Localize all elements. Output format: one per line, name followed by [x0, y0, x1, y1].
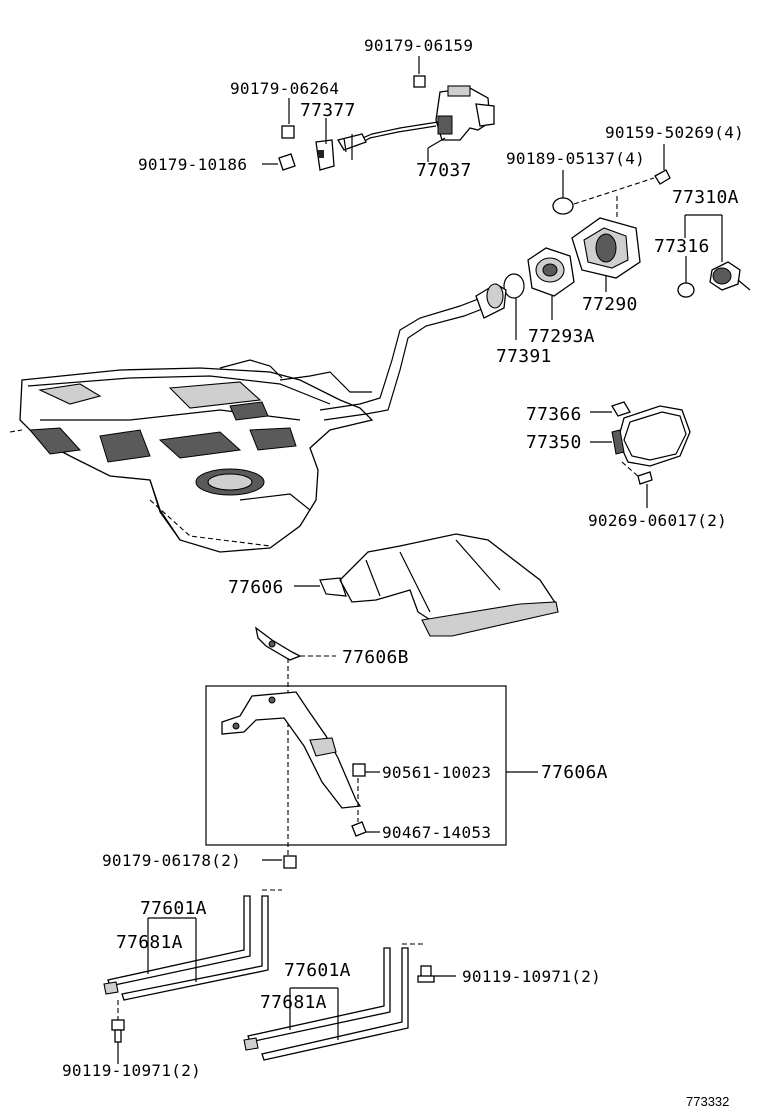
bracket-77606A	[221, 691, 362, 809]
tank-strap-right	[243, 943, 426, 1061]
label-77037: 77037	[416, 160, 472, 181]
label-90159-50269: 90159-50269(4)	[605, 123, 744, 142]
filler-opening-box-77290	[571, 217, 641, 292]
tank-protector-77606	[319, 533, 559, 637]
label-90179-06159: 90179-06159	[364, 36, 473, 55]
bracket-77606B	[255, 626, 302, 661]
bracket-77377	[315, 139, 335, 171]
label-77606: 77606	[228, 577, 284, 598]
label-77681A-lower: 77681A	[260, 992, 327, 1013]
screw-90189-05137	[552, 170, 574, 215]
filler-pipe-bracket-77293A	[527, 247, 575, 320]
label-77316: 77316	[654, 236, 710, 257]
gasket-77316	[677, 256, 695, 298]
nut-90179-06264	[281, 98, 295, 139]
o-ring-77391	[503, 273, 525, 340]
fuel-sender-assembly	[336, 85, 495, 160]
label-77377: 77377	[300, 100, 356, 121]
nut-90179-06159	[413, 56, 426, 88]
label-90561-10023: 90561-10023	[382, 763, 491, 782]
label-77290: 77290	[582, 294, 638, 315]
label-77601A-upper: 77601A	[140, 898, 207, 919]
spring-77366	[590, 401, 631, 417]
nut-90561-10023	[352, 763, 380, 777]
tank-strap-left	[103, 889, 282, 1001]
label-77606B: 77606B	[342, 647, 409, 668]
label-90179-06264: 90179-06264	[230, 79, 339, 98]
label-90119-10971-right: 90119-10971(2)	[462, 967, 601, 986]
assembly-box-77606A	[205, 685, 507, 846]
screw-90269-06017	[621, 461, 653, 508]
label-77391: 77391	[496, 346, 552, 367]
label-77601A-lower: 77601A	[284, 960, 351, 981]
nut-90179-10186	[262, 153, 296, 171]
label-90179-10186: 90179-10186	[138, 155, 247, 174]
label-77366: 77366	[526, 404, 582, 425]
label-77681A-upper: 77681A	[116, 932, 183, 953]
label-90269-06017: 90269-06017(2)	[588, 511, 727, 530]
label-90179-06178: 90179-06178(2)	[102, 851, 241, 870]
bolt-90119-10971-right	[417, 965, 456, 983]
label-90189-05137: 90189-05137(4)	[506, 149, 645, 168]
label-90467-14053: 90467-14053	[382, 823, 491, 842]
filler-pipe	[219, 283, 507, 421]
nut-90467-14053	[351, 821, 380, 837]
figure-number: 773332	[686, 1094, 729, 1109]
label-77293A: 77293A	[528, 326, 595, 347]
screw-90159-50269	[654, 144, 671, 185]
nut-90179-06178	[262, 855, 297, 869]
bolt-90119-10971-bottom	[111, 1000, 125, 1064]
label-77606A: 77606A	[541, 762, 608, 783]
fuel-tank	[9, 367, 374, 553]
fuel-cap-77310A	[684, 214, 751, 291]
label-77350: 77350	[526, 432, 582, 453]
label-90119-10971-bottom: 90119-10971(2)	[62, 1061, 201, 1080]
fuel-lid-77350	[590, 405, 691, 467]
label-77310A: 77310A	[672, 187, 739, 208]
